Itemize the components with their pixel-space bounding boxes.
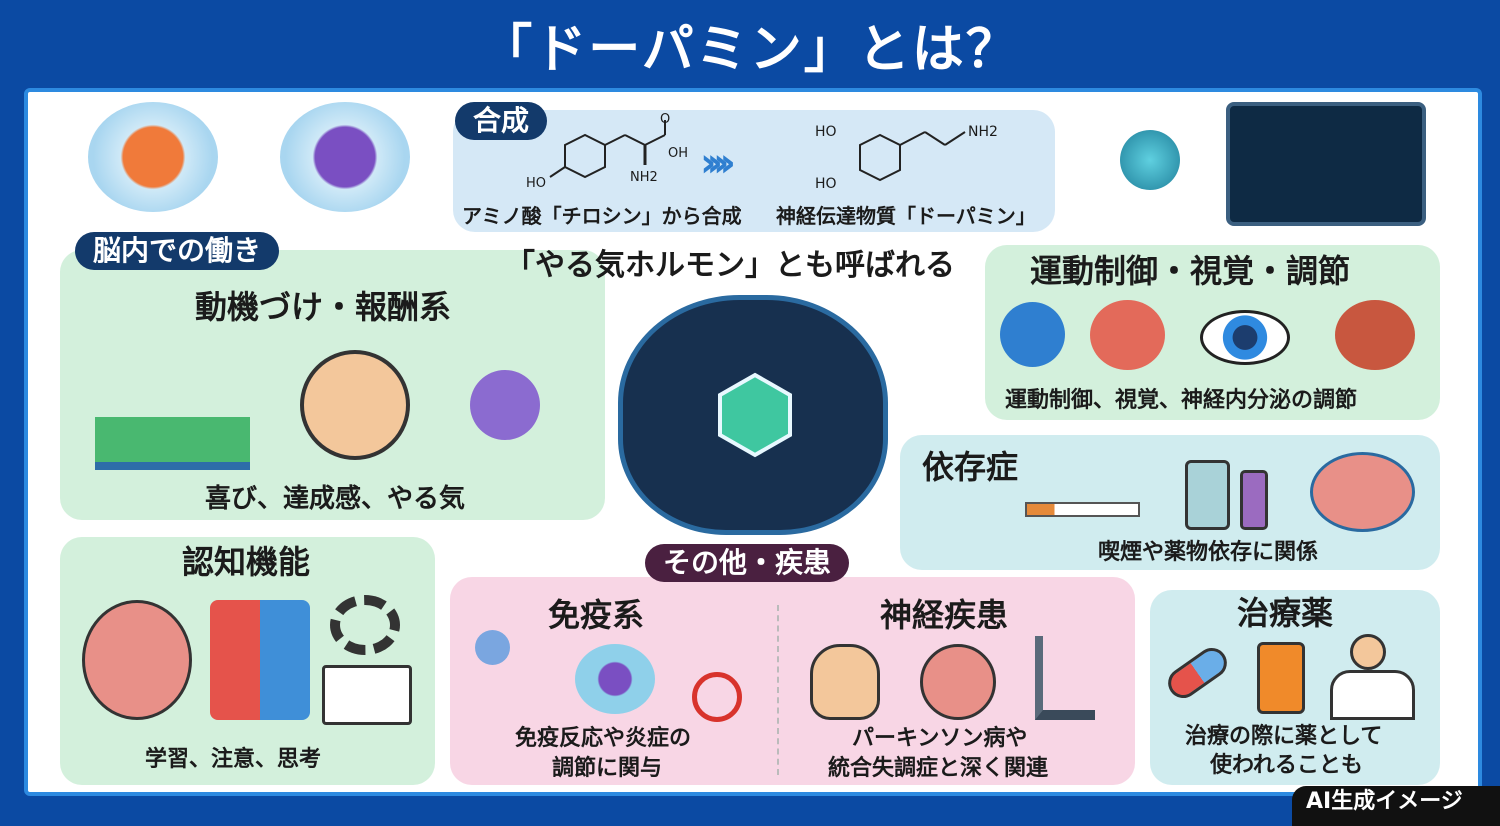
tyrosine-ho-label: HO [526,176,547,191]
tyrosine-o-label: O [660,112,671,127]
benzene-ring-icon [718,372,792,458]
motor-caption: 運動制御、視覚、神経内分泌の調節 [1005,388,1358,413]
immune-caption-line2: 調節に関与 [552,756,663,781]
pill-bottle-icon [1257,642,1305,714]
dropper-bottle-icon [1240,470,1268,530]
synthesis-to-caption: 神経伝達物質「ドーパミン」 [776,204,1036,228]
head-brain-icon [82,600,192,720]
immune-cell-icon [575,644,655,714]
neuro-title: 神経疾患 [880,596,1009,634]
balance-person-icon [1000,302,1065,367]
neuro-caption-line2: 統合失調症と深く関連 [828,756,1049,781]
dopamine-structure-icon [859,131,966,182]
microscope-icon [1035,636,1095,720]
motor-title: 運動制御・視覚・調節 [1030,252,1351,290]
treatment-caption-line2: 使われることも [1210,753,1363,778]
no-symbol-icon [692,672,742,722]
page-title: 「ドーパミン」とは？ [480,19,1020,80]
motivation-caption: 喜び、達成感、やる気 [205,484,466,514]
cigarette-icon [1025,502,1140,517]
cognition-caption: 学習、注意、思考 [145,747,322,772]
treatment-title: 治療薬 [1237,594,1334,632]
dopamine-ho-label-2: HO [815,176,837,192]
immune-caption-line1: 免疫反応や炎症の [515,726,692,751]
data-dashboard-icon [1226,102,1426,226]
addiction-title: 依存症 [922,448,1019,486]
neuron-synapse-icon [88,102,218,212]
receiving-cell-icon [280,102,410,212]
synthesis-label: 合成 [455,102,548,140]
tyrosine-structure-icon [549,120,666,179]
neuron-icon [470,370,540,440]
molecule-icon [1120,130,1180,190]
puzzle-icon [210,600,310,720]
liver-kidney-icon [1335,300,1415,370]
gears-icon [330,595,400,655]
trembling-hand-icon [810,644,880,720]
cognition-title: 認知機能 [182,543,311,581]
open-book-icon [322,665,412,725]
nickname-text: 「やる気ホルモン」とも呼ばれる [505,248,955,283]
runner-stairs-icon [95,350,250,470]
arrow-chevrons-icon: ›››› [700,140,736,186]
neuro-caption-line1: パーキンソン病や [852,726,1028,751]
motivation-title: 動機づけ・報酬系 [195,288,452,326]
brain-function-label: 脳内での働き [75,232,280,270]
medicine-bottle-icon [1185,460,1230,530]
other-diseases-label: その他・疾患 [645,544,850,582]
addicted-brain-icon [1310,452,1415,532]
doctor-icon [1350,634,1386,670]
happy-person-trophy-icon [300,350,410,460]
dopamine-nh2-label: NH2 [968,124,998,140]
muscle-joint-icon [1090,300,1165,370]
immune-title: 免疫系 [548,596,645,634]
tyrosine-oh-label: OH [668,146,689,161]
treatment-caption-line1: 治療の際に薬として [1185,724,1383,749]
synthesis-from-caption: アミノ酸「チロシン」から合成 [462,204,742,228]
dopamine-ho-label-1: HO [815,124,837,140]
doctor-coat-icon [1330,670,1415,720]
confused-head-icon [920,644,996,720]
other-diseases-panel [450,577,1135,785]
ai-generated-badge: AI生成イメージ [1292,786,1500,826]
eye-icon [1200,310,1290,365]
synthesis-panel [453,110,1055,232]
virus-icon [475,630,510,665]
tyrosine-nh2-label: NH2 [630,170,658,185]
divider [777,605,779,775]
addiction-caption: 喫煙や薬物依存に関係 [1098,540,1319,565]
